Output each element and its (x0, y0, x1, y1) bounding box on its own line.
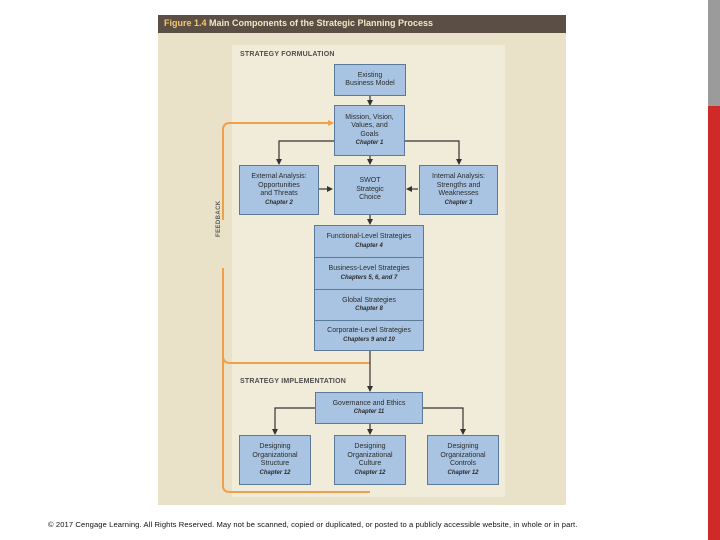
box-chapter: Chapter 12 (447, 469, 479, 476)
box-internal-analysis: Internal Analysis: Strengths and Weaknes… (419, 165, 498, 215)
box-chapter: Chapter 1 (355, 140, 384, 147)
box-functional-strategies: Functional-Level Strategies Chapter 4 (315, 226, 423, 257)
feedback-label: FEEDBACK (216, 200, 222, 237)
box-designing-controls: Designing Organizational Controls Chapte… (427, 435, 499, 485)
box-mission: Mission, Vision, Values, and Goals Chapt… (334, 105, 405, 156)
box-text: Business-Level Strategies (328, 265, 410, 273)
box-text: Existing Business Model (345, 71, 395, 88)
stack-divider (315, 289, 423, 290)
box-chapter: Chapter 4 (355, 242, 383, 249)
box-governance-ethics: Governance and Ethics Chapter 11 (315, 392, 423, 424)
box-designing-structure: Designing Organizational Structure Chapt… (239, 435, 311, 485)
box-text: Corporate-Level Strategies (327, 327, 411, 335)
box-text: SWOT Strategic Choice (356, 177, 384, 202)
box-chapter: Chapters 9 and 10 (343, 336, 395, 343)
box-text: Designing Organizational Culture (347, 443, 393, 468)
slide-accent-red (708, 106, 720, 540)
box-external-analysis: External Analysis: Opportunities and Thr… (239, 165, 319, 215)
section-label-implementation: STRATEGY IMPLEMENTATION (240, 378, 346, 385)
box-swot: SWOT Strategic Choice (334, 165, 406, 215)
box-text: Designing Organizational Controls (440, 443, 486, 468)
slide-accent-gray (708, 0, 720, 106)
copyright-notice: © 2017 Cengage Learning. All Rights Rese… (48, 520, 578, 529)
box-text: Designing Organizational Structure (252, 443, 298, 468)
box-text: Internal Analysis: Strengths and Weaknes… (432, 173, 485, 198)
box-text: External Analysis: Opportunities and Thr… (251, 173, 307, 198)
box-designing-culture: Designing Organizational Culture Chapter… (334, 435, 406, 485)
feedback-label-backdrop (218, 220, 229, 268)
box-chapter: Chapter 2 (265, 199, 293, 206)
box-business-strategies: Business-Level Strategies Chapters 5, 6,… (315, 258, 423, 289)
flow-arrows (272, 96, 466, 435)
box-text: Governance and Ethics (332, 399, 406, 407)
box-existing-business-model: Existing Business Model (334, 64, 406, 96)
figure-title: Main Components of the Strategic Plannin… (209, 18, 434, 28)
box-chapter: Chapter 3 (444, 199, 473, 206)
stack-divider (315, 257, 423, 258)
box-chapter: Chapter 11 (353, 409, 385, 416)
figure-label: Figure 1.4 (164, 18, 207, 28)
box-text: Functional-Level Strategies (326, 233, 412, 241)
strategy-levels-stack: Functional-Level Strategies Chapter 4 Bu… (314, 225, 424, 351)
box-chapter: Chapter 12 (354, 469, 386, 476)
box-text: Mission, Vision, Values, and Goals (345, 113, 394, 138)
box-text: Global Strategies (342, 296, 396, 304)
stack-divider (315, 320, 423, 321)
figure-title-bar: Figure 1.4 Main Components of the Strate… (158, 15, 566, 33)
box-chapter: Chapter 8 (355, 306, 383, 313)
box-chapter: Chapter 12 (259, 469, 291, 476)
section-label-formulation: STRATEGY FORMULATION (240, 51, 335, 58)
box-global-strategies: Global Strategies Chapter 8 (315, 290, 423, 320)
box-corporate-strategies: Corporate-Level Strategies Chapters 9 an… (315, 321, 423, 350)
box-chapter: Chapters 5, 6, and 7 (340, 274, 398, 281)
